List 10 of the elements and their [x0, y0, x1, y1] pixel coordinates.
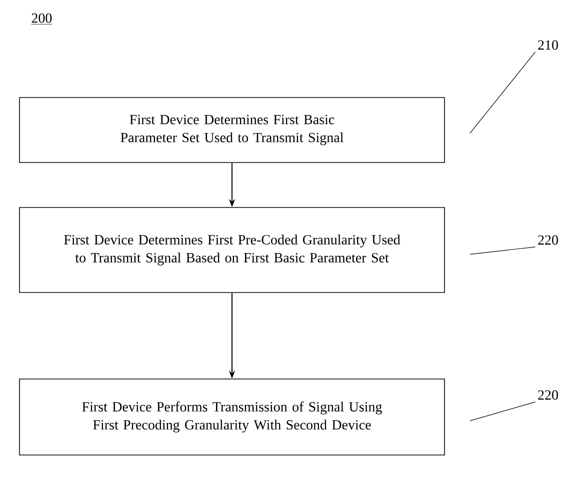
reference-numeral: 210 — [538, 40, 558, 50]
leader-line — [470, 246, 536, 255]
reference-numeral: 220 — [538, 390, 558, 400]
figure-number: 200 — [31, 13, 52, 24]
leader-line — [470, 52, 536, 134]
process-box: First Device Determines First Basic Parameter Set Used to Transmit Signal — [19, 97, 445, 163]
process-box: First Device Performs Transmission of Signal Using First Precoding Granularity With Second Device — [19, 378, 445, 456]
process-box: First Device Determines First Pre-Coded Granularity Used to Transmit Signal Based on First Basic Parameter Set — [19, 207, 445, 293]
leader-line — [470, 402, 536, 422]
reference-numeral: 220 — [538, 235, 558, 245]
